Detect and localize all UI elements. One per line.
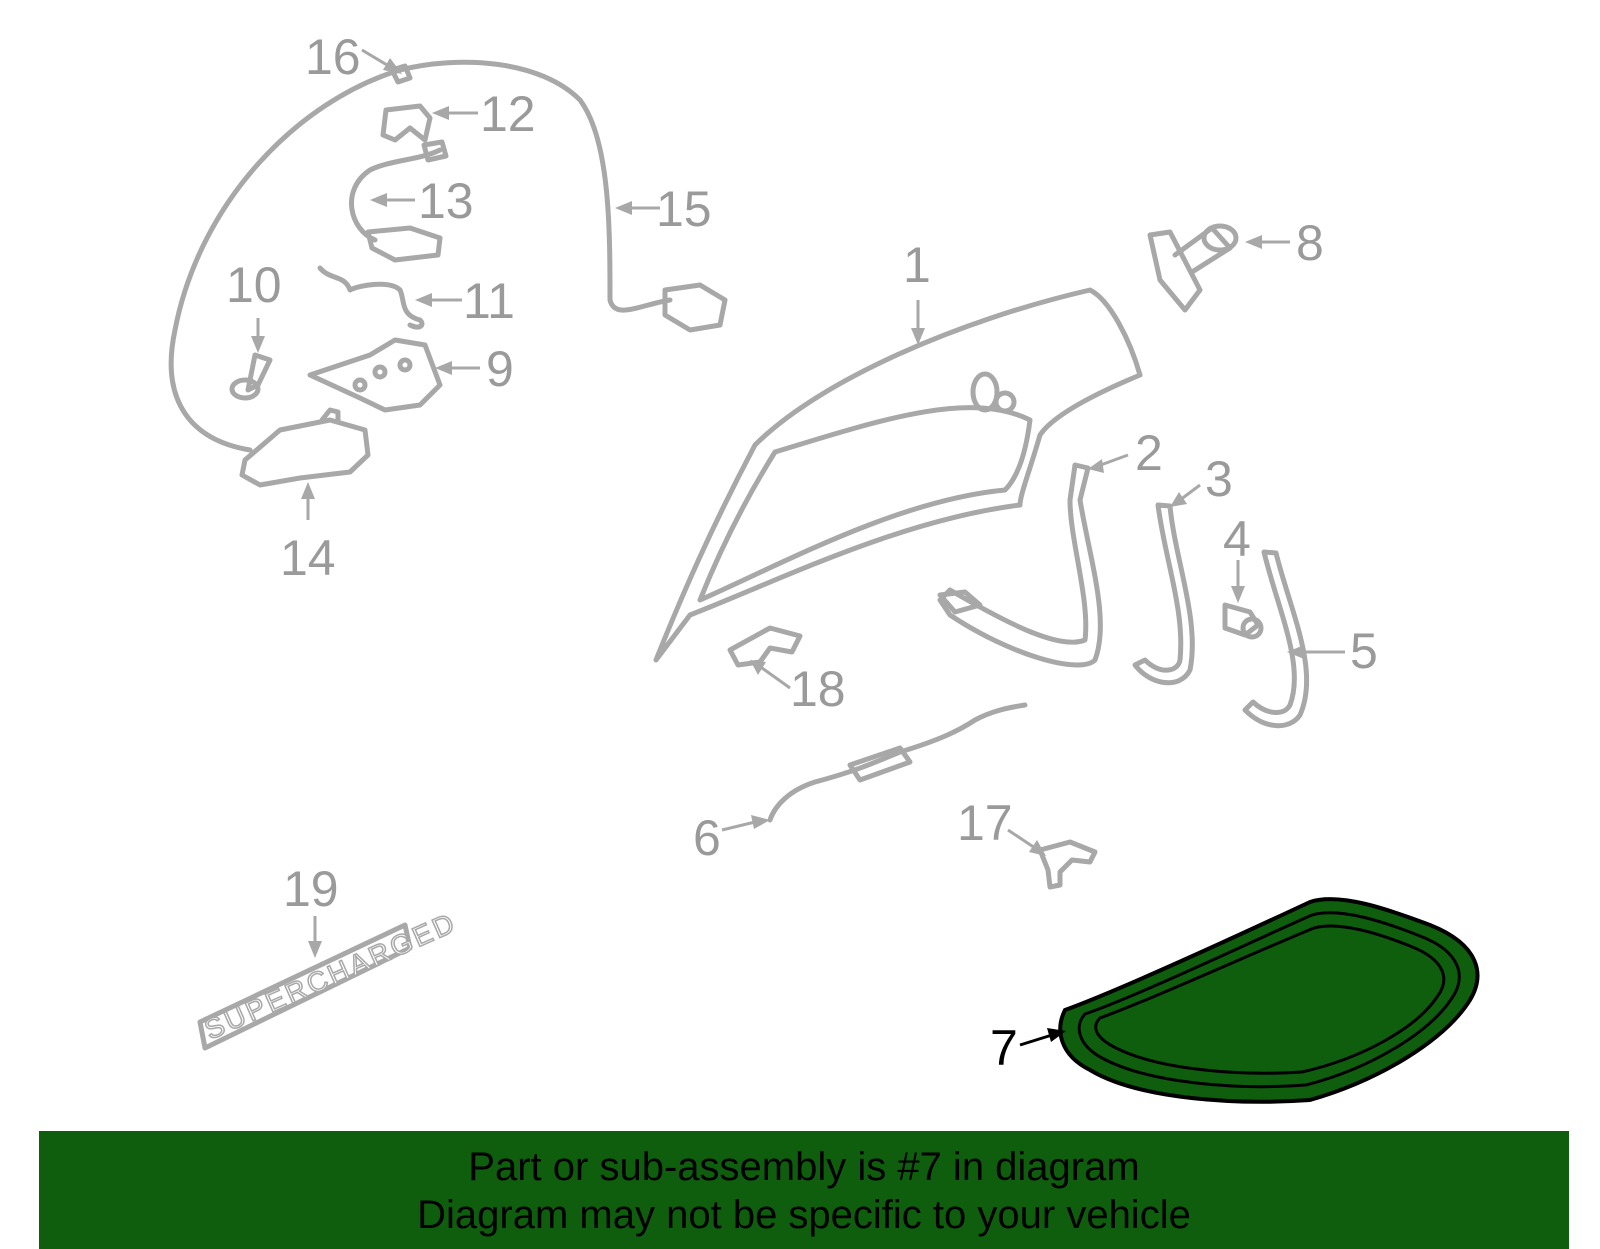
part-12-bracket bbox=[380, 103, 433, 143]
part-7-trunk-liner-highlighted bbox=[1058, 897, 1480, 1104]
part-4-clip bbox=[1222, 602, 1261, 638]
info-banner: Part or sub-assembly is #7 in diagram Di… bbox=[39, 1131, 1569, 1249]
callout-1: 1 bbox=[903, 237, 931, 293]
part-18-bracket bbox=[727, 625, 803, 668]
callout-3: 3 bbox=[1205, 451, 1233, 507]
callout-19: 19 bbox=[283, 861, 339, 917]
part-13-plug bbox=[421, 139, 449, 163]
callout-7-highlighted: 7 bbox=[990, 1020, 1018, 1076]
part-16-clip bbox=[389, 63, 413, 85]
part-2-seal bbox=[937, 462, 1103, 668]
callout-5: 5 bbox=[1350, 623, 1378, 679]
part-1-trunk-lid bbox=[653, 287, 1143, 663]
part-8-strut-pin bbox=[1147, 229, 1203, 313]
part-13-harness bbox=[349, 147, 443, 243]
callout-13: 13 bbox=[418, 173, 474, 229]
callout-6: 6 bbox=[693, 810, 721, 866]
part-6-sleeve bbox=[847, 745, 913, 783]
callout-18: 18 bbox=[790, 661, 846, 717]
callout-14: 14 bbox=[280, 530, 336, 586]
part-15-release-cable bbox=[397, 59, 673, 313]
callout-12: 12 bbox=[480, 86, 536, 142]
svg-text:SUPERCHARGED: SUPERCHARGED bbox=[200, 906, 462, 1045]
callout-4: 4 bbox=[1223, 511, 1251, 567]
part-1-trunk-lid-inner bbox=[697, 405, 1033, 603]
part-13-connector bbox=[365, 225, 443, 263]
part-19-supercharged-badge: SUPERCHARGED bbox=[197, 906, 462, 1051]
part-10-bolt-head bbox=[229, 377, 261, 401]
callout-15: 15 bbox=[656, 181, 712, 237]
callout-17: 17 bbox=[957, 795, 1013, 851]
callout-9: 9 bbox=[486, 341, 514, 397]
part-9-hinge-plate bbox=[307, 337, 443, 413]
callout-10: 10 bbox=[226, 257, 282, 313]
part-14-latch bbox=[239, 417, 371, 488]
part-17-clip bbox=[1037, 839, 1098, 890]
banner-line-1: Part or sub-assembly is #7 in diagram bbox=[468, 1145, 1140, 1189]
callout-2: 2 bbox=[1135, 425, 1163, 481]
part-15-connector bbox=[662, 282, 728, 333]
part-11-rod bbox=[317, 265, 425, 330]
callout-16: 16 bbox=[305, 29, 361, 85]
callout-11: 11 bbox=[463, 273, 515, 329]
banner-line-2: Diagram may not be specific to your vehi… bbox=[417, 1193, 1191, 1237]
part-15-cable-loop bbox=[168, 67, 403, 453]
callout-8: 8 bbox=[1296, 215, 1324, 271]
part-3-strap bbox=[1132, 502, 1195, 686]
